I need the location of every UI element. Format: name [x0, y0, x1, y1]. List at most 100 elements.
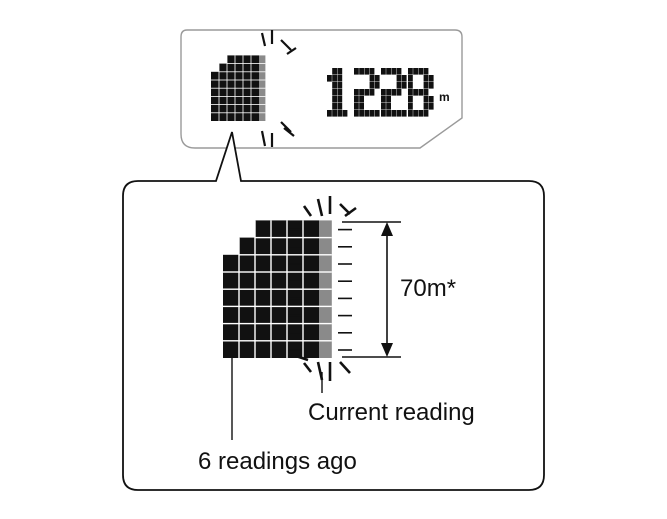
digit-pixel	[423, 89, 429, 96]
digit-pixel	[332, 82, 337, 89]
digit-pixel	[408, 68, 413, 75]
lcd-altitude-bar-graph	[211, 55, 266, 121]
digit-pixel	[359, 68, 364, 75]
digit-pixel	[408, 82, 413, 89]
blink-mark	[302, 205, 313, 217]
blink-mark	[344, 206, 357, 218]
range-arrow	[342, 221, 401, 358]
digit-pixel	[381, 96, 386, 103]
digit-pixel	[337, 75, 343, 82]
digit-pixel	[354, 89, 359, 96]
digit-pixel	[401, 82, 407, 89]
digit-pixel	[327, 110, 332, 117]
digit-pixel	[423, 96, 429, 103]
digit-pixel	[418, 110, 424, 117]
blink-mark	[302, 362, 313, 373]
blink-mark	[260, 32, 267, 47]
blink-mark	[295, 354, 309, 362]
range-label: 70m*	[400, 275, 457, 302]
digit-pixel	[374, 82, 380, 89]
callout-bubble	[122, 131, 545, 491]
digit-pixel	[396, 68, 402, 75]
blink-mark	[280, 39, 292, 51]
blink-mark	[286, 47, 297, 55]
digit-pixel	[418, 68, 424, 75]
expanded-altitude-bar-graph	[223, 220, 332, 358]
digit-pixel	[332, 75, 337, 82]
digit-pixel	[332, 68, 337, 75]
digit-pixel	[381, 68, 386, 75]
lcd-panel	[180, 29, 463, 149]
digit-pixel	[413, 68, 418, 75]
digit-pixel	[386, 110, 391, 117]
digit-pixel	[386, 103, 391, 110]
digit-pixel	[337, 89, 343, 96]
blink-mark	[260, 130, 267, 147]
digit-pixel	[359, 96, 364, 103]
digit-pixel	[354, 110, 359, 117]
digit-pixel	[332, 89, 337, 96]
digit-pixel	[332, 103, 337, 110]
digit-pixel	[337, 103, 343, 110]
digit-pixel	[401, 110, 407, 117]
digit-pixel	[386, 96, 391, 103]
digit-pixel	[374, 110, 380, 117]
digit-pixel	[396, 89, 402, 96]
digit-pixel	[391, 68, 397, 75]
digit-pixel	[428, 96, 434, 103]
digit-pixel	[428, 75, 434, 82]
digit-pixel	[342, 110, 348, 117]
digit-pixel	[386, 89, 391, 96]
digit-pixel	[428, 103, 434, 110]
history-column	[239, 237, 255, 358]
digit-pixel	[381, 89, 386, 96]
history-column	[219, 63, 227, 121]
digit-pixel	[423, 110, 429, 117]
digit-pixel	[364, 68, 370, 75]
digit-pixel	[408, 110, 413, 117]
lcd-blink-marks-icon	[260, 30, 297, 147]
digit-pixel	[337, 68, 343, 75]
blink-mark	[316, 198, 324, 217]
blink-mark	[283, 127, 295, 137]
digit-pixel	[369, 82, 375, 89]
digit-pixel	[359, 110, 364, 117]
history-tick-marks	[288, 228, 352, 351]
digit-pixel	[408, 89, 413, 96]
digit-pixel	[359, 103, 364, 110]
digit-pixel	[391, 110, 397, 117]
digit-pixel	[327, 75, 332, 82]
digit-pixel	[408, 75, 413, 82]
digit-pixel	[364, 89, 370, 96]
digit-pixel	[354, 68, 359, 75]
altitude-unit: m	[439, 90, 450, 104]
digit-pixel	[369, 68, 375, 75]
digit-pixel	[413, 110, 418, 117]
digit-pixel	[369, 110, 375, 117]
digit-pixel	[359, 89, 364, 96]
digit-pixel	[374, 75, 380, 82]
digit-pixel	[401, 75, 407, 82]
lcd-altitude-digits	[327, 68, 434, 117]
digit-pixel	[423, 82, 429, 89]
digit-pixel	[423, 68, 429, 75]
digit-pixel	[396, 82, 402, 89]
digit-pixel	[386, 68, 391, 75]
digit-pixel	[337, 96, 343, 103]
digit-pixel	[369, 89, 375, 96]
digit-pixel	[391, 89, 397, 96]
oldest-reading-label: 6 readings ago	[198, 448, 357, 475]
digit-pixel	[381, 103, 386, 110]
digit-pixel	[332, 110, 337, 117]
current-reading-label: Current reading	[308, 399, 475, 426]
digit-pixel	[396, 75, 402, 82]
digit-pixel	[354, 96, 359, 103]
digit-pixel	[408, 103, 413, 110]
digit-pixel	[423, 75, 429, 82]
digit-pixel	[413, 89, 418, 96]
digit-pixel	[354, 103, 359, 110]
digit-pixel	[428, 82, 434, 89]
digit-pixel	[337, 82, 343, 89]
